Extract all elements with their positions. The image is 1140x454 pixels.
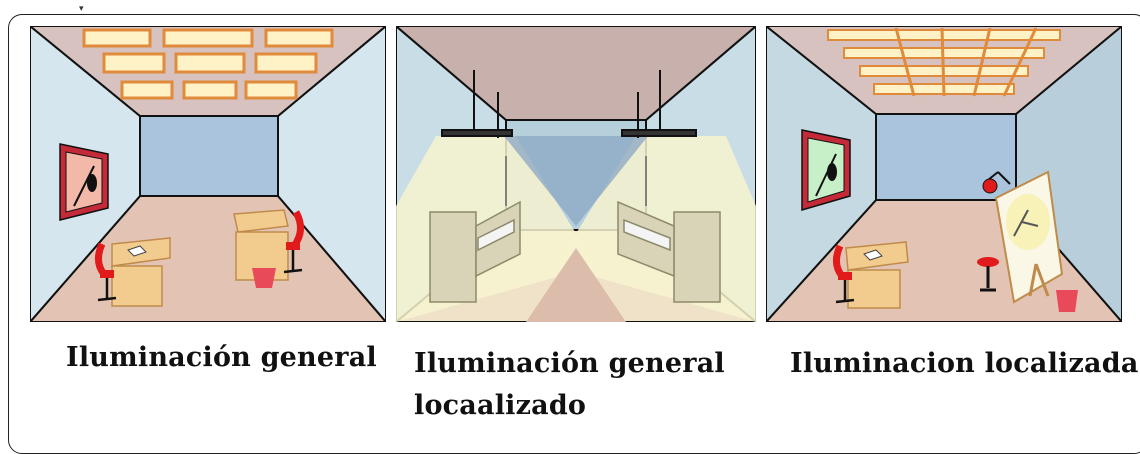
desk: [845, 241, 909, 309]
stool: [977, 257, 999, 292]
room-localized-illustration: [766, 26, 1122, 322]
room-general-lighting: [30, 26, 386, 322]
caption-general: Iluminación general: [66, 342, 377, 373]
back-wall: [139, 115, 279, 197]
workstation-right: [617, 156, 721, 303]
room-localized-lighting: [766, 26, 1122, 322]
waste-bin: [1056, 290, 1078, 312]
chair-left: [95, 242, 117, 302]
floor-beam: [526, 248, 626, 322]
pendant-lamp-left: [441, 70, 513, 138]
desk-left: [111, 237, 171, 307]
ceiling-lights: [82, 28, 334, 100]
tick-mark: ▾: [79, 4, 84, 14]
chair: [833, 244, 855, 304]
drafting-board: [994, 170, 1064, 304]
ceiling-light-dividers: [894, 27, 1038, 97]
chair-right: [283, 210, 304, 274]
desk-right: [233, 209, 289, 288]
caption-localizada: Iluminacion localizada: [790, 348, 1139, 379]
room-general-localized-illustration: [396, 26, 756, 322]
room-general-localized-lighting: [396, 26, 756, 322]
wall-picture: [59, 143, 109, 221]
center-beam: [504, 136, 648, 226]
wall-picture: [801, 129, 851, 211]
pendant-lamp-right: [621, 70, 697, 138]
workstation-left: [429, 156, 521, 303]
room-general-illustration: [30, 26, 386, 322]
task-lamp: [982, 171, 1011, 194]
caption-general-localizado-line2: locaalizado: [414, 390, 587, 421]
caption-general-localizado-line1: Iluminación general: [414, 348, 725, 379]
